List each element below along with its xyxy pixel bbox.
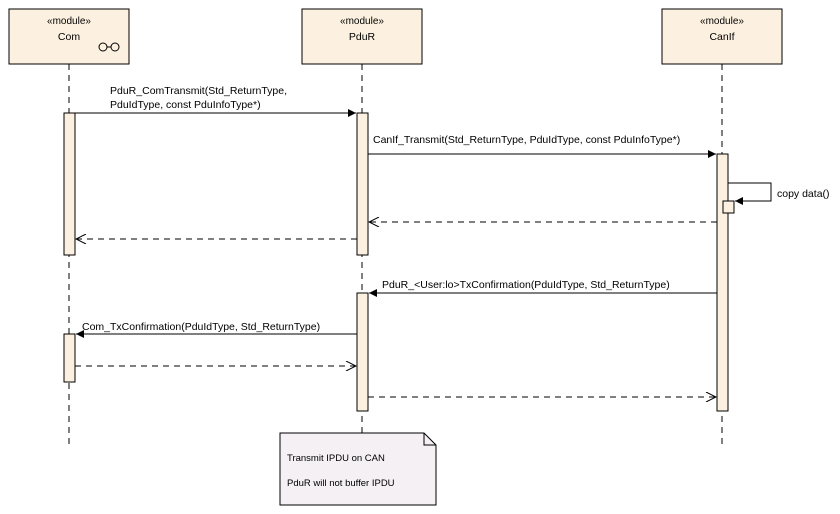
message-pdur-tx-confirmation-label: PduR_<User:lo>TxConfirmation(PduIdType, …: [382, 279, 670, 291]
message-copy-data: copy data(): [728, 182, 830, 205]
lifeline-pdur: «module» PduR: [301, 8, 423, 446]
message-pdur-tx-confirmation: PduR_<User:lo>TxConfirmation(PduIdType, …: [369, 279, 717, 297]
lifeline-com-head: [8, 8, 130, 65]
activation-pdur-1: [356, 112, 369, 256]
lifeline-canif-stereotype: «module»: [700, 16, 744, 27]
message-pdur-com-transmit-label-line1: PduR_ComTransmit(Std_ReturnType,: [110, 85, 287, 97]
lifeline-com-stereotype: «module»: [47, 16, 91, 27]
activation-canif-1: [716, 153, 729, 412]
lifeline-pdur-head: [301, 8, 423, 65]
lifeline-pdur-stereotype: «module»: [340, 16, 384, 27]
note-line1: Transmit IPDU on CAN: [287, 453, 385, 464]
message-copy-data-arrow: [728, 182, 772, 205]
activation-canif-nested: [722, 200, 735, 214]
component-icon: [98, 42, 120, 52]
lifeline-pdur-name: PduR: [349, 31, 376, 43]
message-com-tx-confirmation-label: Com_TxConfirmation(PduIdType, Std_Return…: [82, 321, 320, 333]
message-copy-data-label: copy data(): [777, 188, 830, 200]
note-fold: [423, 433, 436, 446]
message-pdur-com-transmit-label-line2: PduIdType, const PduInfoType*): [110, 99, 261, 111]
message-canif-transmit-label: CanIf_Transmit(Std_ReturnType, PduIdType…: [373, 134, 680, 146]
message-com-tx-confirmation: Com_TxConfirmation(PduIdType, Std_Return…: [76, 321, 357, 338]
activation-com-1: [63, 112, 76, 256]
activation-pdur-2: [356, 292, 369, 412]
message-canif-transmit: CanIf_Transmit(Std_ReturnType, PduIdType…: [368, 134, 716, 158]
activation-com-2: [63, 333, 76, 383]
note-line2: PduR will not buffer IPDU: [287, 478, 395, 489]
lifeline-com-name: Com: [58, 31, 80, 43]
note-shape: [279, 432, 437, 506]
note: Transmit IPDU on CAN PduR will not buffe…: [279, 432, 437, 506]
message-pdur-com-transmit: PduR_ComTransmit(Std_ReturnType, PduIdTy…: [75, 85, 356, 117]
lifeline-canif-head: [661, 8, 783, 65]
lifeline-canif-name: CanIf: [709, 31, 734, 43]
